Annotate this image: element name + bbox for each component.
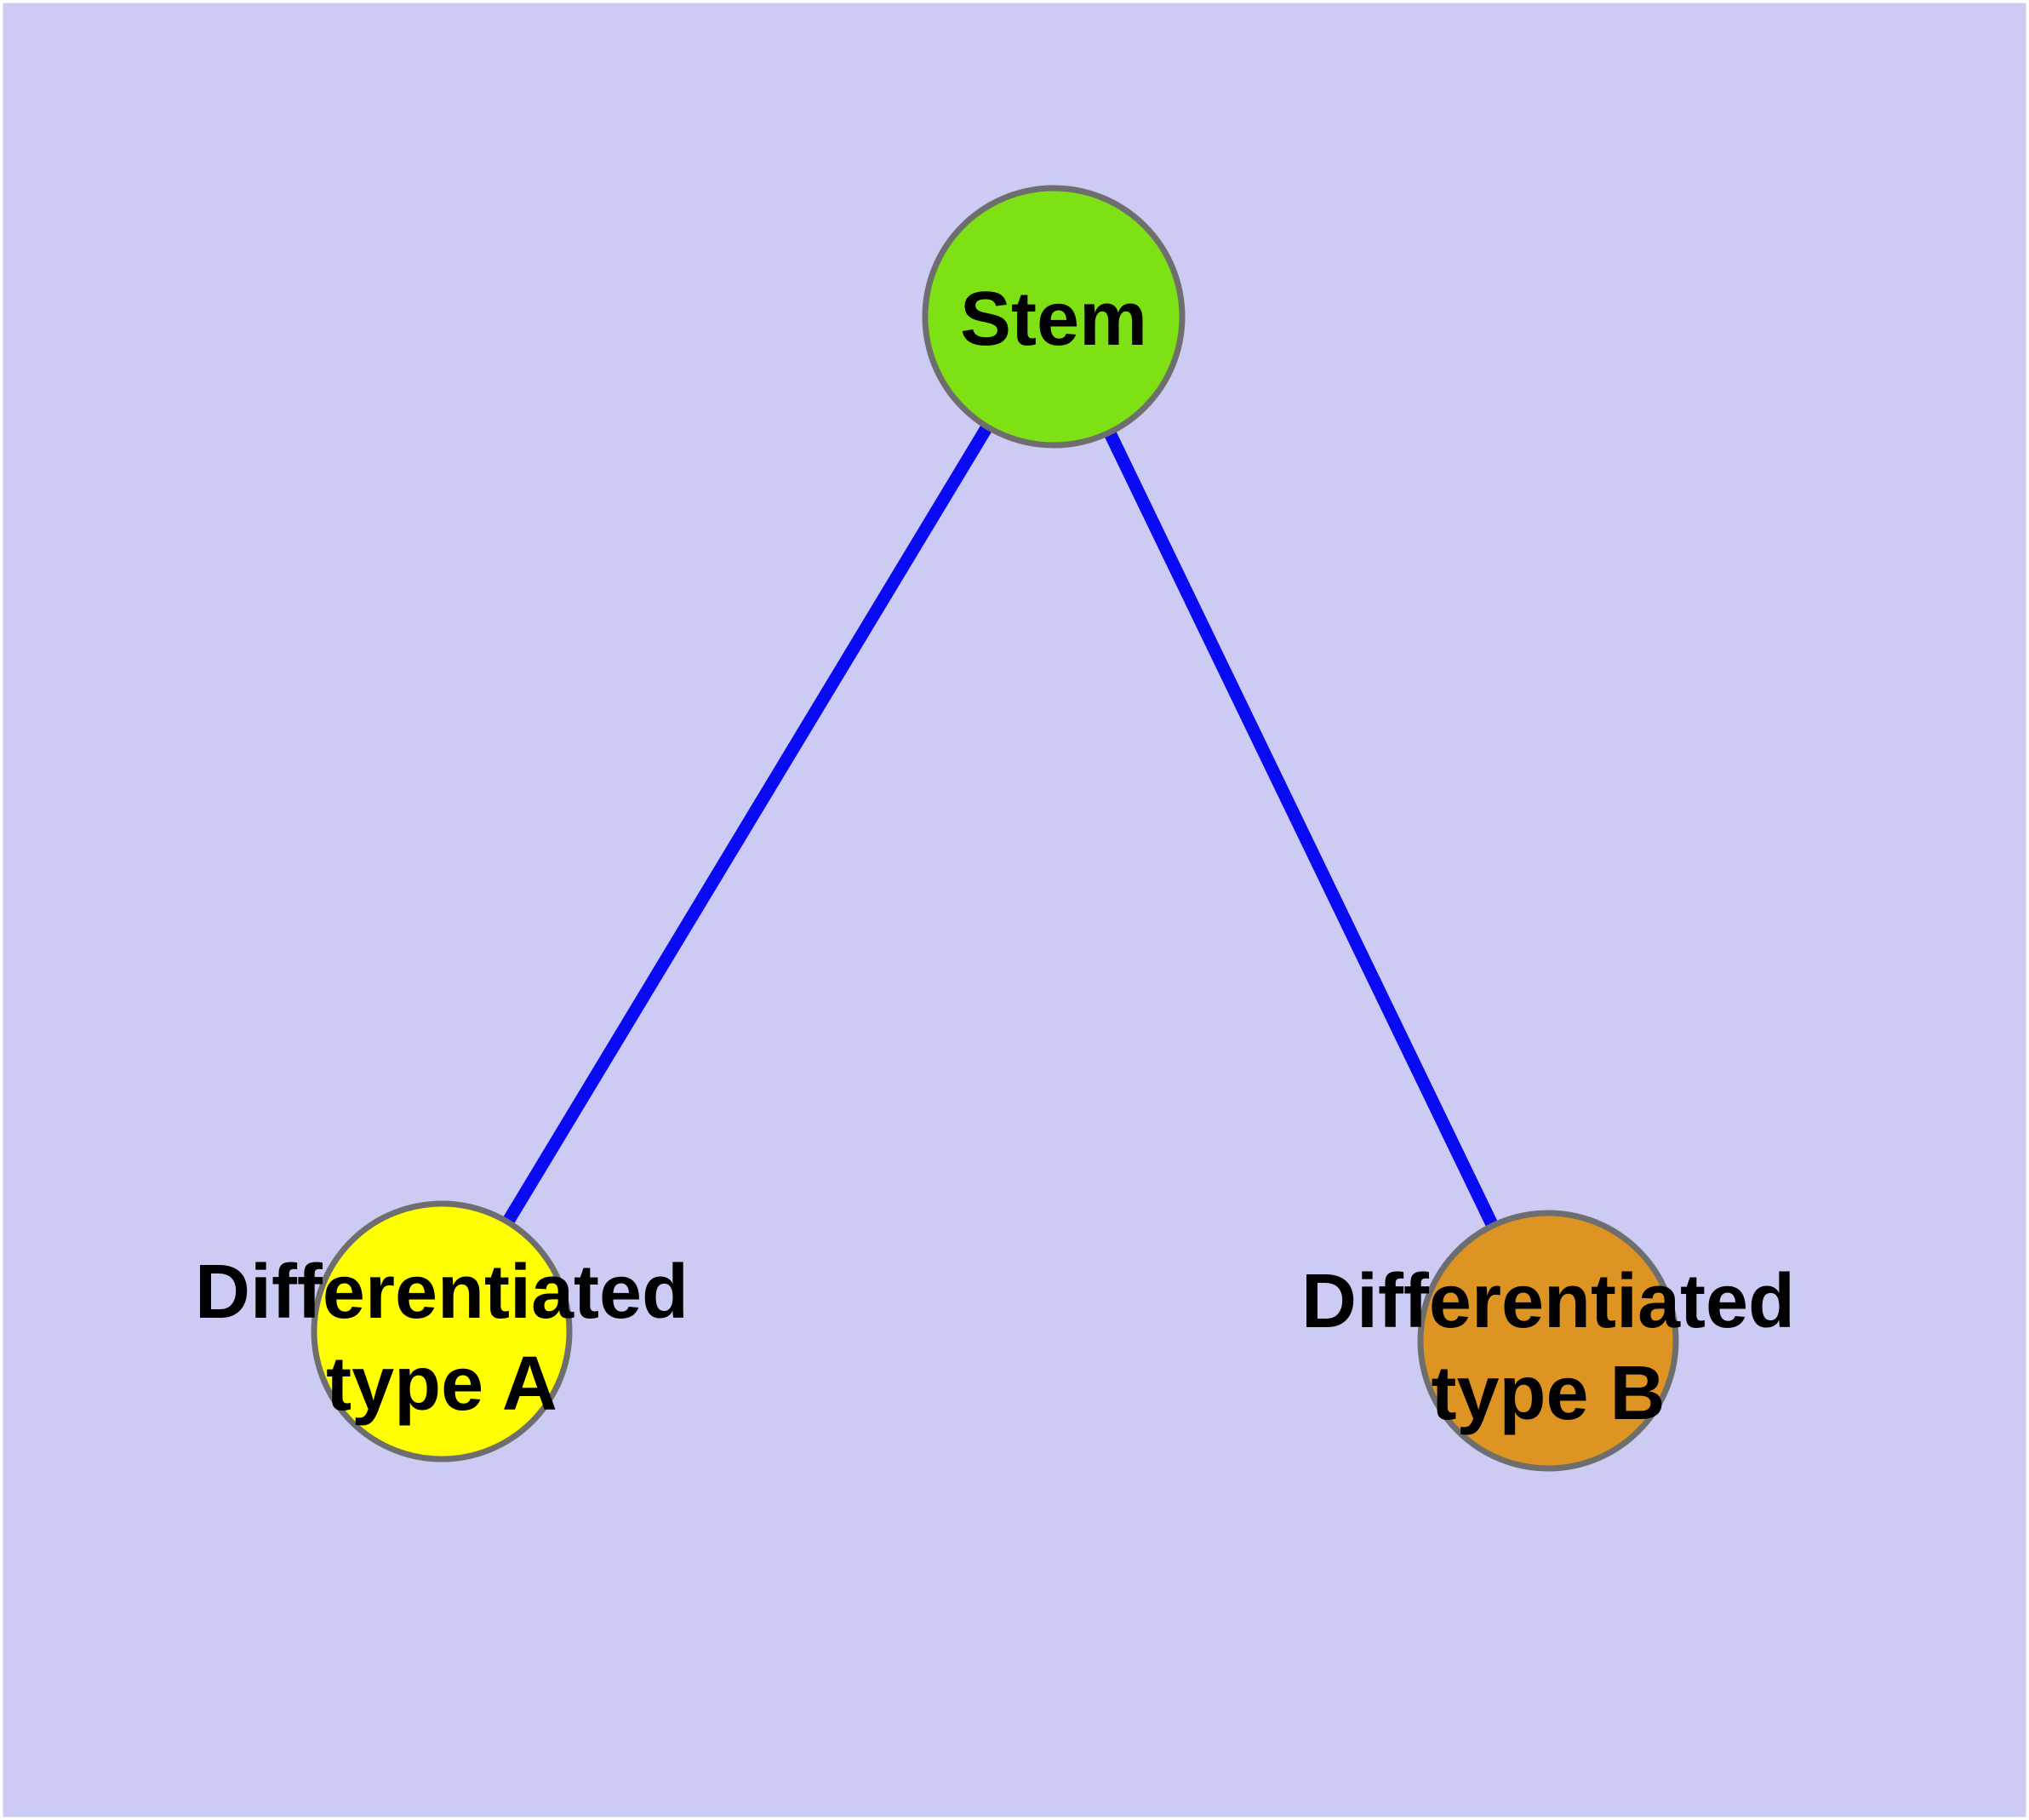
node-differentiated-type-a-label-line2: type A: [326, 1342, 557, 1427]
edge-stem-to-type-b: [1048, 313, 1554, 1344]
node-differentiated-type-a-label-line1: Differentiated: [195, 1250, 689, 1335]
node-differentiated-type-a[interactable]: Differentiated type A: [195, 1200, 689, 1462]
node-differentiated-type-b-circle[interactable]: [1417, 1210, 1679, 1472]
node-stem-label: Stem: [960, 277, 1147, 362]
node-differentiated-type-a-circle[interactable]: [311, 1200, 573, 1462]
node-differentiated-type-b-label-line1: Differentiated: [1301, 1259, 1795, 1344]
edge-layer: [436, 313, 1554, 1344]
node-stem[interactable]: Stem: [922, 185, 1186, 449]
node-differentiated-type-b[interactable]: Differentiated type B: [1301, 1210, 1795, 1472]
edge-stem-to-type-a: [436, 313, 1060, 1335]
node-stem-circle[interactable]: [922, 185, 1186, 449]
node-differentiated-type-b-label-line2: type B: [1431, 1351, 1665, 1436]
